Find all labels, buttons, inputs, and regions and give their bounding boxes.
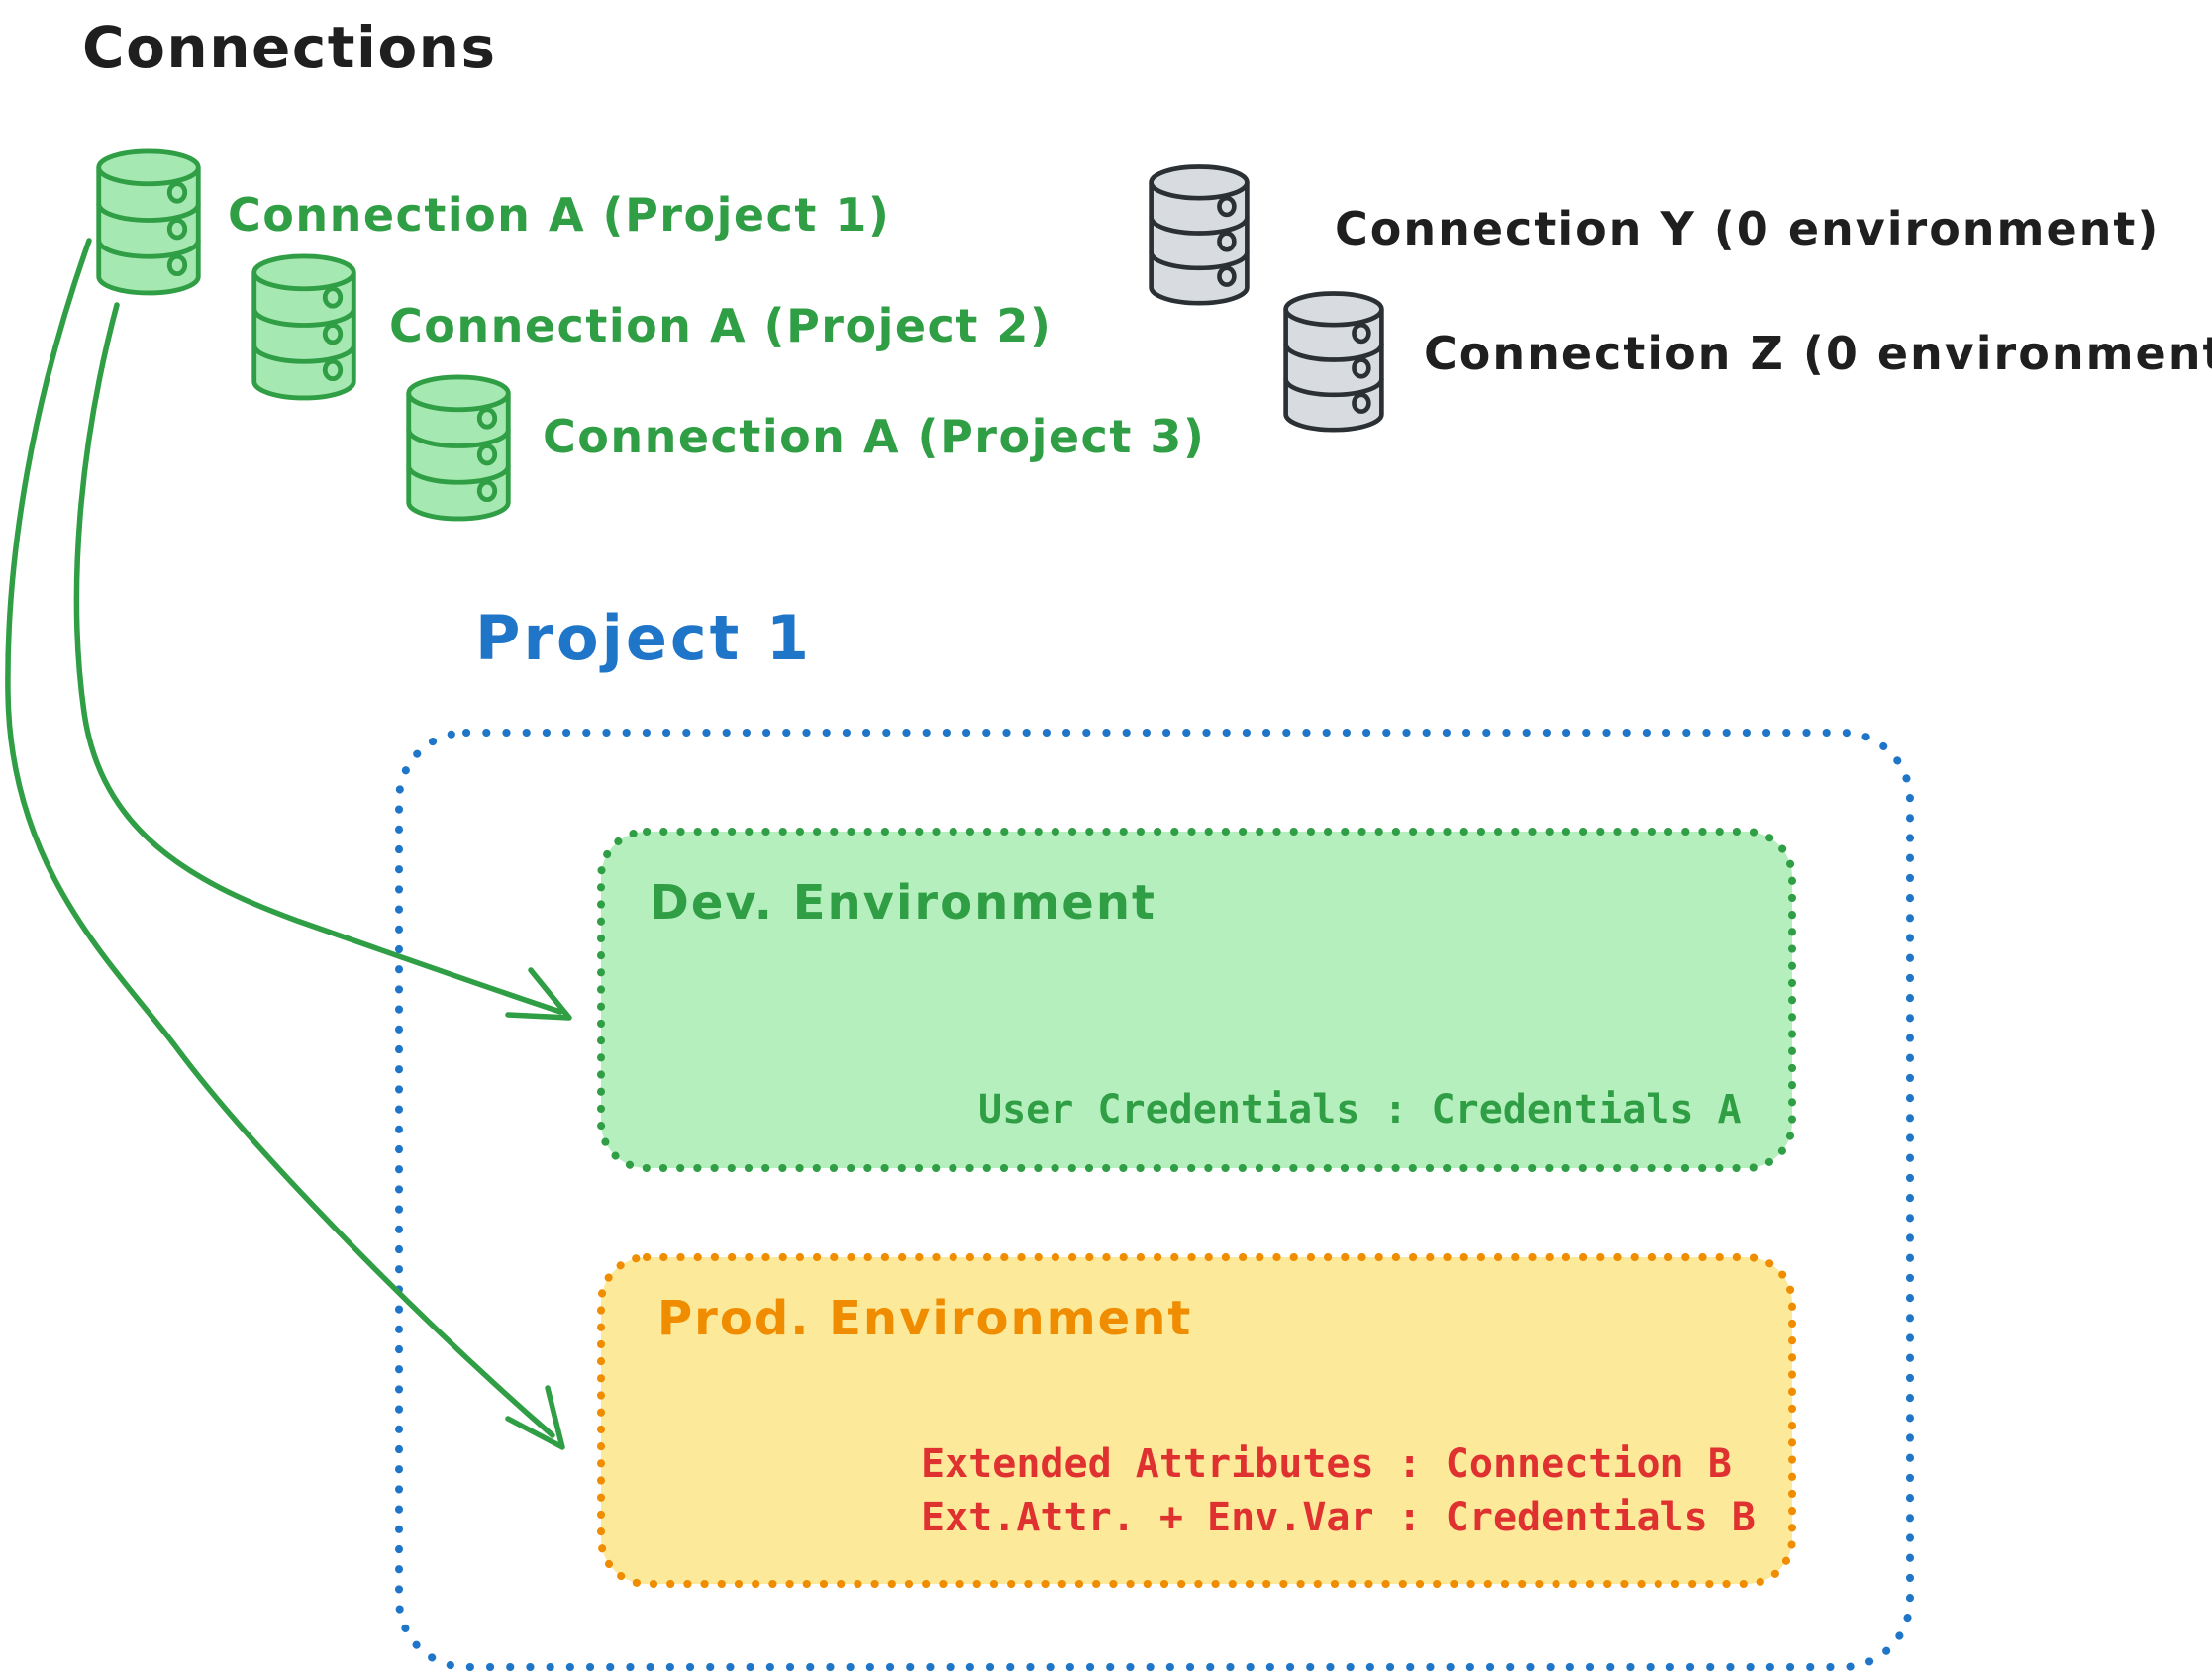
database-icon-connection-y — [1143, 160, 1256, 306]
database-icon-connection-a-project-3 — [401, 370, 516, 522]
connection-y-label: Connection Y (0 environment) — [1335, 202, 2161, 255]
prod-environment-title: Prod. Environment — [657, 1291, 1193, 1346]
arrowhead-prod — [505, 1385, 565, 1450]
dev-environment-title: Dev. Environment — [650, 875, 1156, 931]
connection-z-label: Connection Z (0 environment) — [1424, 327, 2212, 380]
prod-environment-mappings: Extended Attributes : Connection B Ext.A… — [921, 1437, 1756, 1544]
dev-environment-box — [597, 828, 1796, 1172]
connections-title: Connections — [82, 14, 497, 81]
arrowhead-dev — [505, 967, 572, 1021]
dev-environment-credentials-mapping: User Credentials : Credentials A — [978, 1087, 1742, 1132]
prod-mapping-ext-attr-env-var: Ext.Attr. + Env.Var : Credentials B — [921, 1495, 1756, 1540]
database-icon-connection-z — [1277, 287, 1390, 433]
connection-a-project-1-label: Connection A (Project 1) — [228, 188, 891, 242]
database-icon-connection-a-project-2 — [247, 249, 361, 401]
connection-a-project-3-label: Connection A (Project 3) — [543, 410, 1206, 463]
prod-mapping-extended-attributes: Extended Attributes : Connection B — [921, 1441, 1732, 1487]
connection-a-project-2-label: Connection A (Project 2) — [389, 299, 1053, 352]
prod-environment-box — [597, 1253, 1796, 1588]
database-icon-connection-a-project-1 — [91, 145, 206, 296]
arrow-connection-a-to-dev — [73, 302, 572, 1021]
project-1-container-border — [395, 729, 1914, 1671]
arrow-connection-a-to-prod — [5, 238, 565, 1450]
project-1-title: Project 1 — [475, 602, 813, 674]
